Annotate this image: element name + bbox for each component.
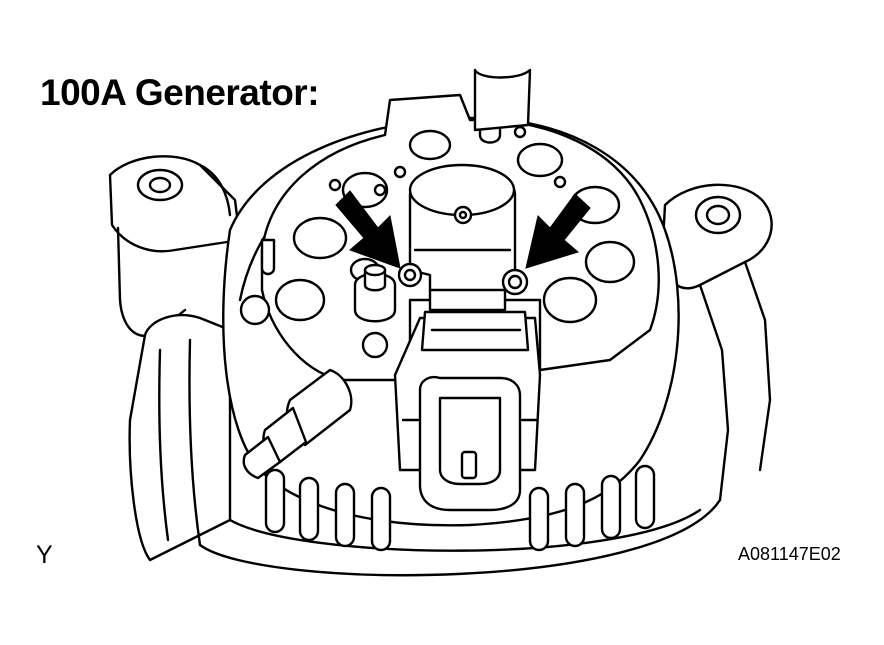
- right-mounting-bracket: [660, 183, 773, 502]
- figure-code: A081147E02: [738, 544, 841, 564]
- pointer-arrow-icon: [335, 190, 401, 269]
- voltage-regulator: [408, 163, 517, 312]
- terminal-studs: [260, 68, 532, 323]
- view-label: Y: [36, 541, 53, 569]
- pointer-arrow-icon: [525, 193, 591, 269]
- regulator-mounting-bolts: [397, 262, 529, 296]
- regulator-connector: [393, 310, 542, 512]
- diagram-title: 100A Generator:: [40, 72, 320, 113]
- b-terminal-post: [242, 368, 353, 480]
- stator-fins: [198, 464, 722, 577]
- left-mounting-bracket: [108, 155, 242, 337]
